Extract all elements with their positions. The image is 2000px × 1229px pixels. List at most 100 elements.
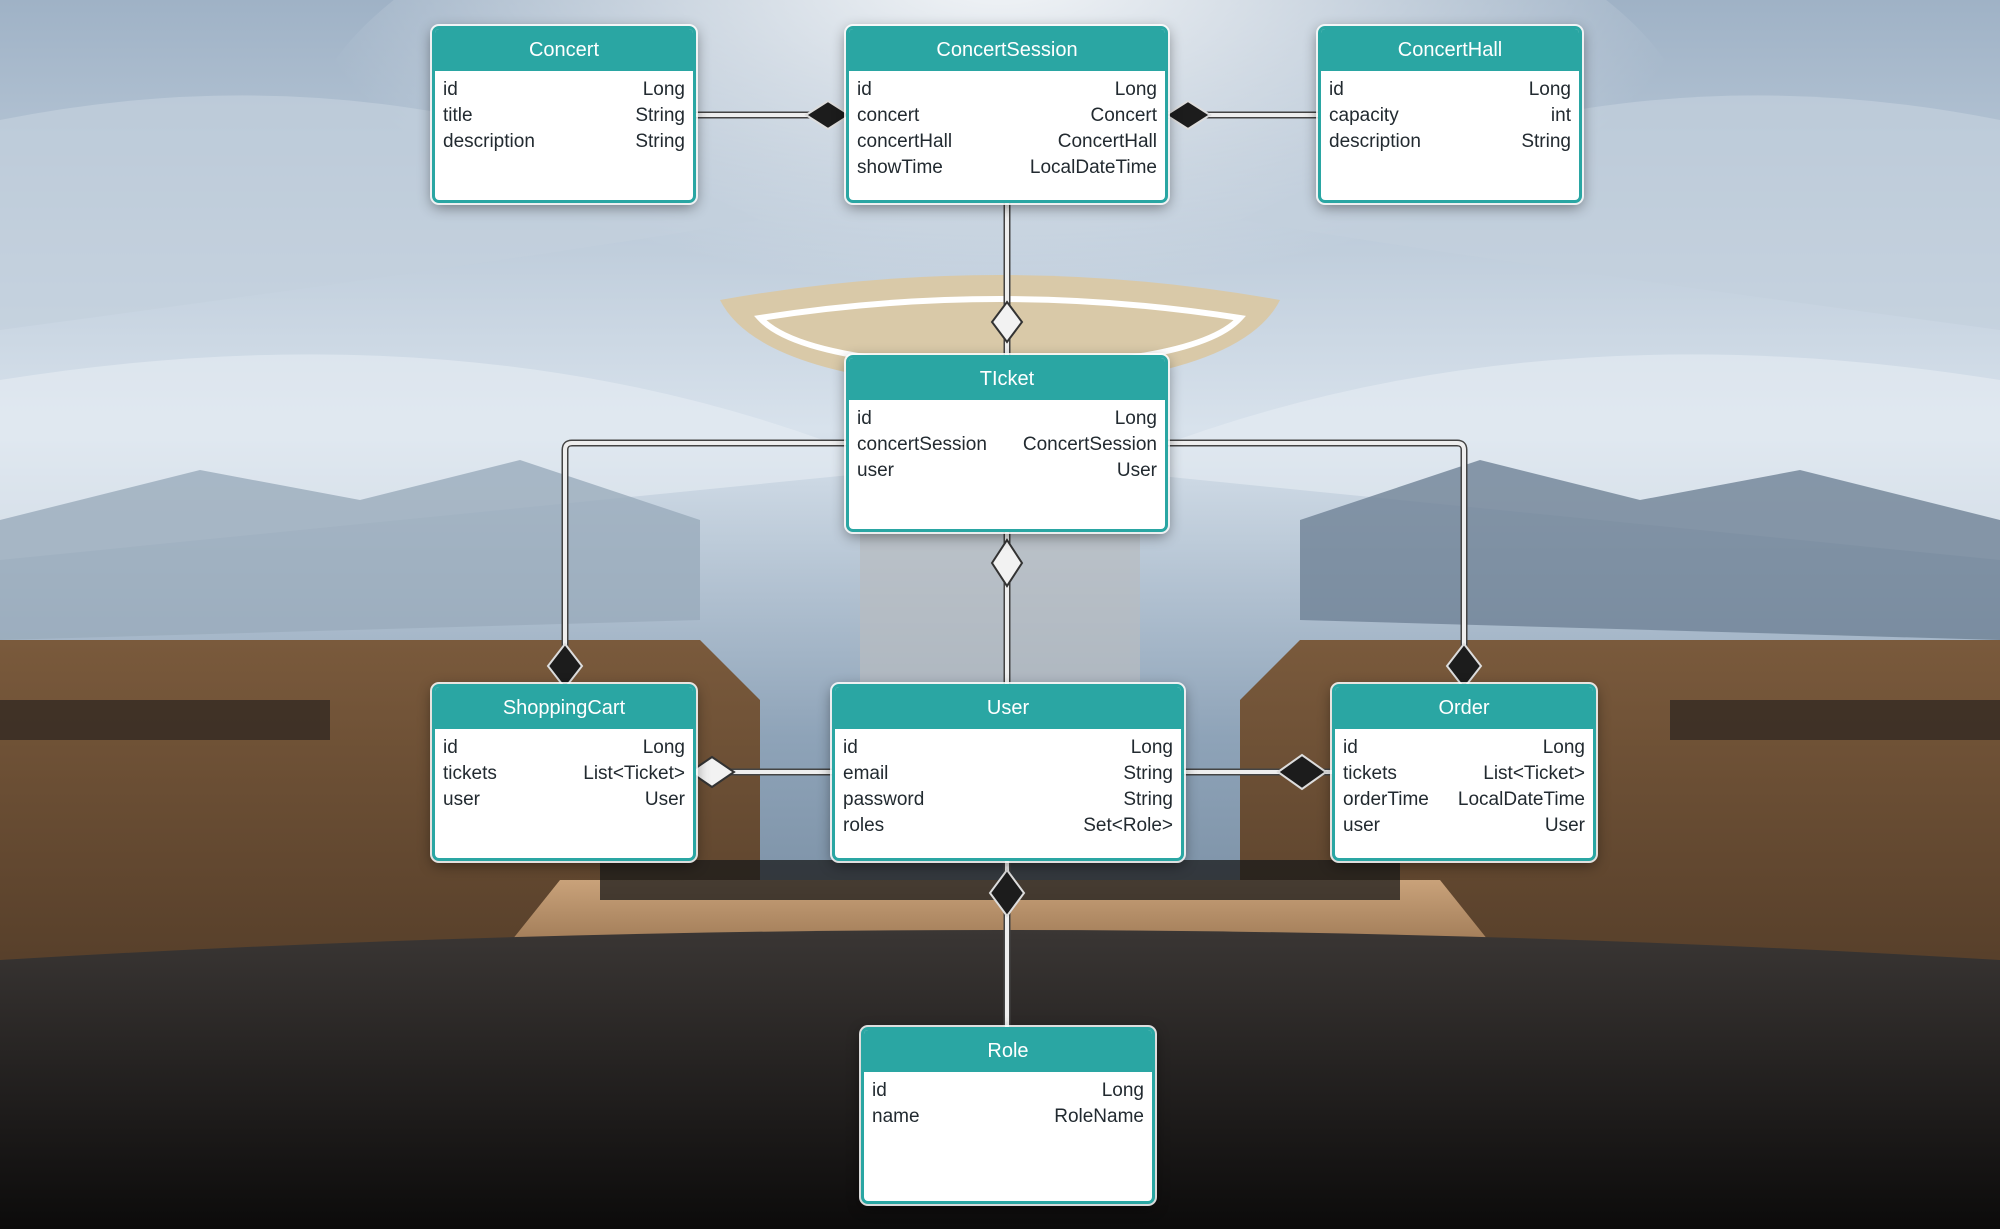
entity-concert-hall-title: ConcertHall bbox=[1321, 29, 1579, 71]
entity-shopping-cart-title: ShoppingCart bbox=[435, 687, 693, 729]
field-row: name RoleName bbox=[872, 1104, 1144, 1130]
entity-concert-session-title: ConcertSession bbox=[849, 29, 1165, 71]
entity-concert-session[interactable]: ConcertSession id Long concert Concert con… bbox=[846, 26, 1168, 203]
entity-concert-title: Concert bbox=[435, 29, 693, 71]
field-type: ConcertSession bbox=[1022, 434, 1157, 455]
field-type: Long bbox=[1114, 408, 1157, 429]
field-row: title String bbox=[443, 103, 685, 129]
field-name: title bbox=[443, 105, 473, 126]
field-name: concertHall bbox=[857, 131, 953, 152]
field-row: tickets List<Ticket> bbox=[443, 761, 685, 787]
field-type: LocalDateTime bbox=[1029, 157, 1157, 178]
field-row: concert Concert bbox=[857, 103, 1157, 129]
field-type: User bbox=[1116, 460, 1157, 481]
field-type: Long bbox=[1101, 1080, 1144, 1101]
filled-diamond-concert-link bbox=[804, 99, 852, 131]
field-name: showTime bbox=[857, 157, 943, 178]
field-type: Long bbox=[1114, 79, 1157, 100]
field-name: concert bbox=[857, 105, 920, 126]
hollow-diamond-user-cart bbox=[688, 755, 736, 789]
field-row: password String bbox=[843, 787, 1173, 813]
field-name: description bbox=[443, 131, 535, 152]
entity-concert-session-fields: id Long concert Concert concertHall Concert… bbox=[849, 71, 1165, 181]
entity-concert-hall[interactable]: ConcertHall id Long capacity int descripti… bbox=[1318, 26, 1582, 203]
field-name: password bbox=[843, 789, 925, 810]
field-type: Concert bbox=[1090, 105, 1157, 126]
entity-shopping-cart-fields: id Long tickets List<Ticket> user User bbox=[435, 729, 693, 813]
field-name: orderTime bbox=[1343, 789, 1429, 810]
filled-diamond-hall-link bbox=[1164, 99, 1212, 131]
field-name: id bbox=[443, 737, 458, 758]
field-row: id Long bbox=[443, 735, 685, 761]
field-name: id bbox=[857, 79, 872, 100]
field-type: String bbox=[1521, 131, 1571, 152]
entity-shopping-cart[interactable]: ShoppingCart id Long tickets List<Ticket> … bbox=[432, 684, 696, 861]
field-name: name bbox=[872, 1106, 920, 1127]
field-type: List<Ticket> bbox=[583, 763, 685, 784]
connector-ticket-cart bbox=[561, 439, 848, 688]
field-type: String bbox=[635, 131, 685, 152]
field-name: user bbox=[443, 789, 480, 810]
field-type: Long bbox=[1528, 79, 1571, 100]
field-name: concertSession bbox=[857, 434, 987, 455]
field-row: email String bbox=[843, 761, 1173, 787]
field-name: id bbox=[872, 1080, 887, 1101]
hollow-diamond-ticket-user bbox=[990, 538, 1024, 588]
field-row: concertHall ConcertHall bbox=[857, 129, 1157, 155]
field-type: ConcertHall bbox=[1057, 131, 1157, 152]
field-row: user User bbox=[857, 458, 1157, 484]
entity-role[interactable]: Role id Long name RoleName bbox=[861, 1027, 1155, 1204]
field-type: String bbox=[1123, 763, 1173, 784]
entity-ticket-title: TIcket bbox=[849, 358, 1165, 400]
field-type: Long bbox=[1542, 737, 1585, 758]
filled-diamond-cart-link bbox=[546, 642, 584, 690]
hollow-diamond-session-ticket bbox=[990, 300, 1024, 344]
field-type: RoleName bbox=[1054, 1106, 1144, 1127]
field-type: List<Ticket> bbox=[1483, 763, 1585, 784]
field-row: showTime LocalDateTime bbox=[857, 155, 1157, 181]
field-type: Long bbox=[1130, 737, 1173, 758]
entity-role-title: Role bbox=[864, 1030, 1152, 1072]
entity-user-title: User bbox=[835, 687, 1181, 729]
field-type: LocalDateTime bbox=[1457, 789, 1585, 810]
entity-role-fields: id Long name RoleName bbox=[864, 1072, 1152, 1130]
field-name: tickets bbox=[443, 763, 497, 784]
field-name: description bbox=[1329, 131, 1421, 152]
field-type: String bbox=[635, 105, 685, 126]
field-row: capacity int bbox=[1329, 103, 1571, 129]
field-name: id bbox=[1329, 79, 1344, 100]
field-type: Set<Role> bbox=[1083, 815, 1173, 836]
field-row: user User bbox=[443, 787, 685, 813]
field-name: capacity bbox=[1329, 105, 1399, 126]
field-name: user bbox=[857, 460, 894, 481]
field-name: email bbox=[843, 763, 889, 784]
filled-diamond-user-order bbox=[1276, 753, 1328, 791]
field-row: roles Set<Role> bbox=[843, 813, 1173, 839]
field-row: description String bbox=[1329, 129, 1571, 155]
filled-diamond-user-role bbox=[988, 868, 1026, 918]
field-name: roles bbox=[843, 815, 885, 836]
field-type: User bbox=[644, 789, 685, 810]
field-type: int bbox=[1550, 105, 1571, 126]
filled-diamond-order-link bbox=[1445, 642, 1483, 690]
field-type: Long bbox=[642, 737, 685, 758]
entity-concert-hall-fields: id Long capacity int description String bbox=[1321, 71, 1579, 155]
connector-ticket-order bbox=[1166, 439, 1468, 688]
field-row: id Long bbox=[872, 1078, 1144, 1104]
field-type: String bbox=[1123, 789, 1173, 810]
field-name: tickets bbox=[1343, 763, 1397, 784]
